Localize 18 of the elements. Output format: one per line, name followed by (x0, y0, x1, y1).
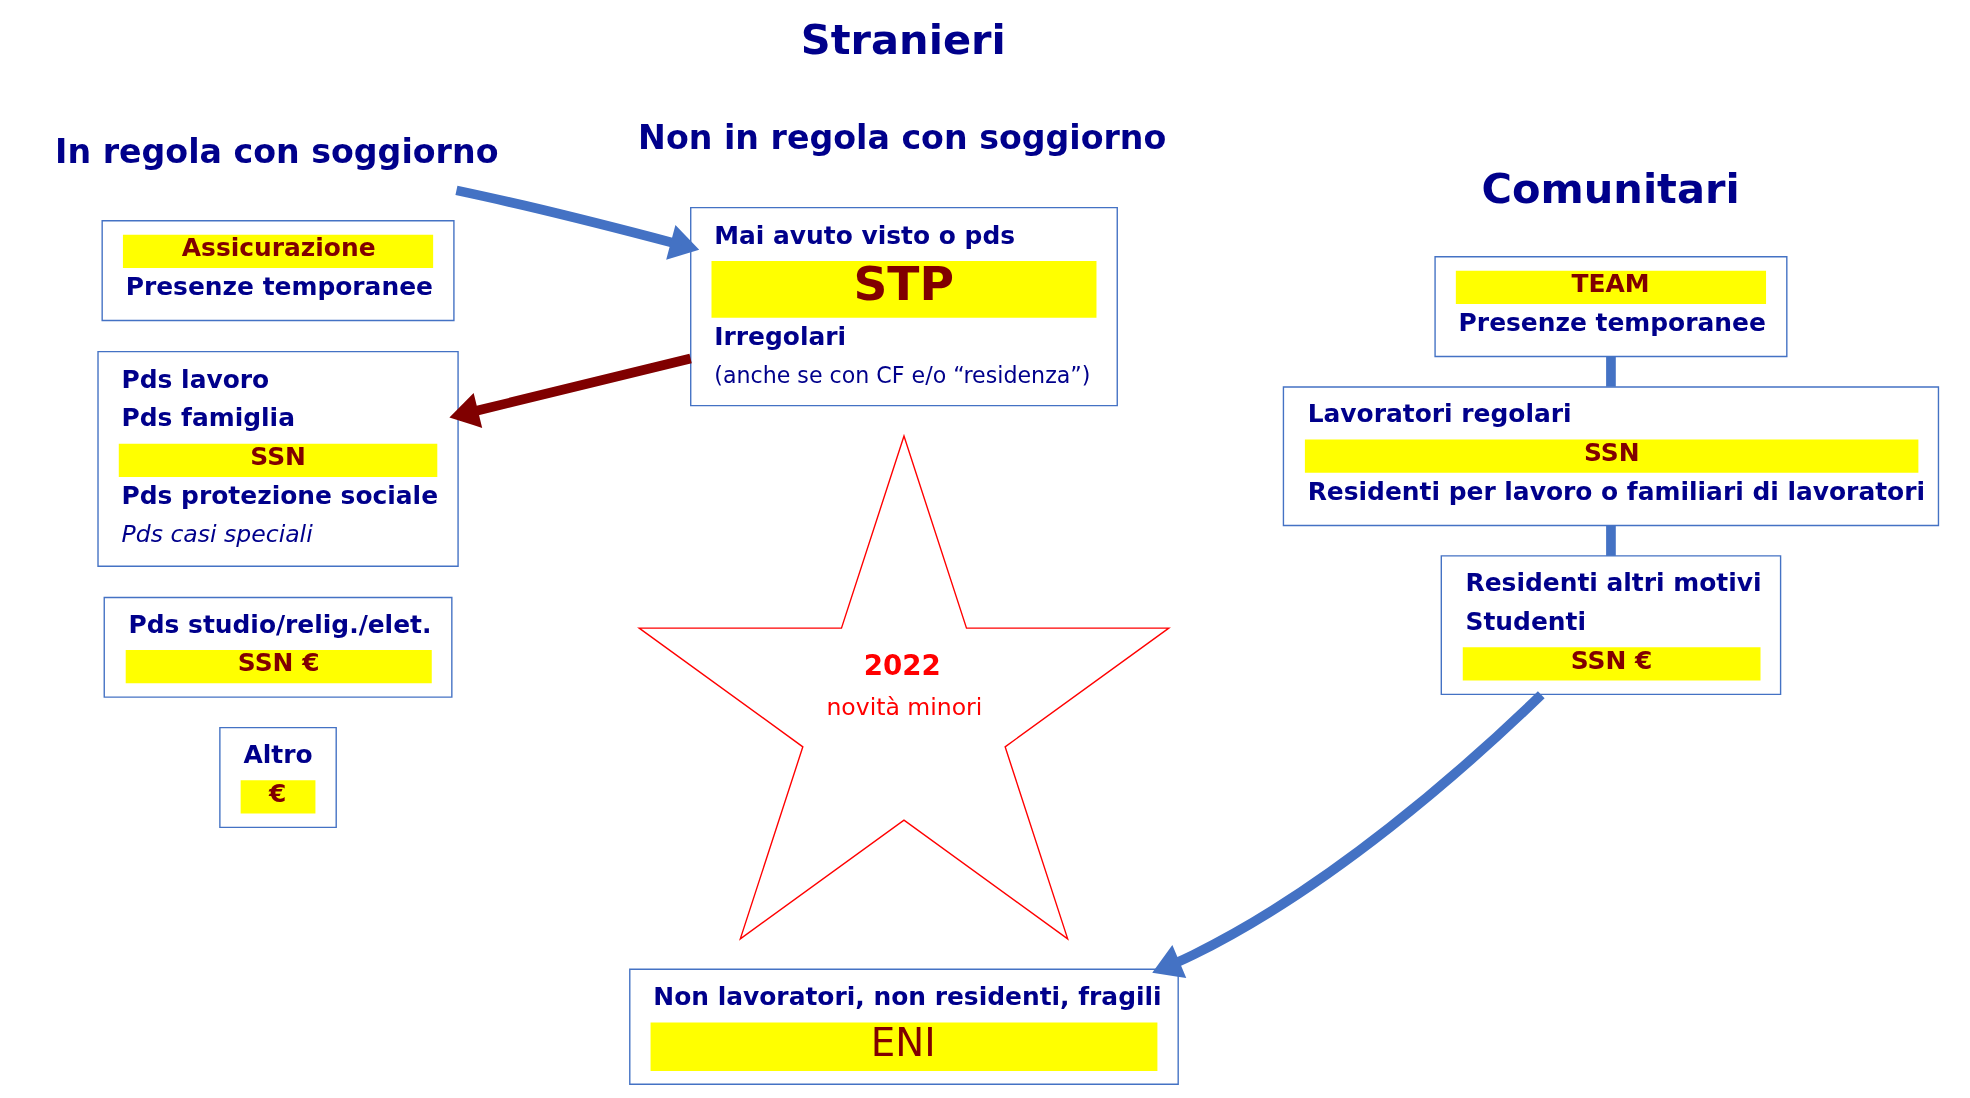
node-box: Non lavoratori, non residenti, fragili ENI (629, 968, 1179, 1085)
arrow (455, 185, 700, 260)
connector (1606, 525, 1616, 556)
label: Stranieri (800, 14, 1006, 64)
connector (1606, 356, 1616, 387)
node-box: Mai avuto visto o pds STP Irregolari (anche se con CF e/o “residenza”) (690, 206, 1118, 407)
label: Comunitari (1481, 164, 1740, 214)
node-box: Assicurazione Presenze temporanee (101, 220, 455, 322)
node-box: Residenti altri motivi Studenti SSN € (1440, 555, 1782, 696)
arrow (1152, 691, 1545, 979)
node-box: Altro € (219, 726, 337, 829)
node-box: TEAM Presenze temporanee (1434, 256, 1788, 358)
node-box: Lavoratori regolari SSN Residenti per lavoro o familiari di lavoratori (1282, 386, 1940, 527)
node-text: Non in regola con soggiorno (638, 118, 1167, 158)
node-box: Pds lavoro Pds famiglia SSN Pds protezione sociale Pds casi speciali (97, 350, 459, 567)
node-box: Pds studio/relig./elet. SSN € (103, 596, 453, 698)
node-text: In regola con soggiorno (55, 131, 499, 171)
arrow (449, 353, 692, 428)
